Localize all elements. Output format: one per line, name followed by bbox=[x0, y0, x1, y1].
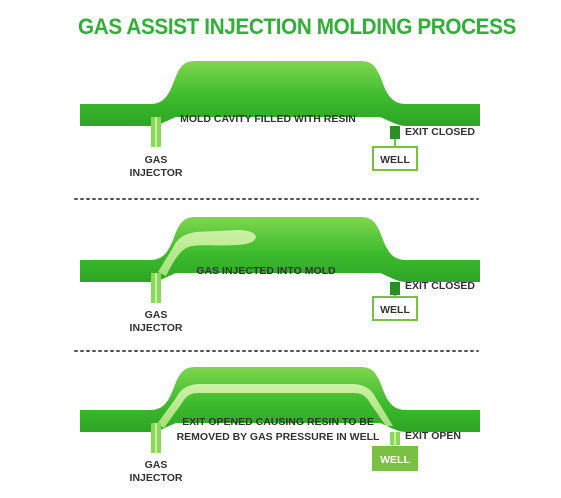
mold-cavity bbox=[80, 61, 480, 126]
exit-valve bbox=[390, 282, 400, 295]
injector-label-line1: GAS bbox=[145, 309, 168, 321]
well-label: WELL bbox=[380, 454, 410, 466]
gas-channel bbox=[157, 384, 393, 428]
well-label: WELL bbox=[380, 304, 410, 316]
injector-label-line1: GAS bbox=[145, 154, 168, 166]
cavity-label-line2: REMOVED BY GAS PRESSURE IN WELL bbox=[177, 431, 380, 443]
well-box bbox=[372, 296, 418, 321]
cavity-label: MOLD CAVITY FILLED WITH RESIN bbox=[180, 113, 356, 125]
stage-3: EXIT OPENED CAUSING RESIN TO BE REMOVED … bbox=[80, 367, 480, 484]
injector-label-line2: INJECTOR bbox=[130, 167, 183, 179]
injector-label-line1: GAS bbox=[145, 459, 168, 471]
exit-label: EXIT CLOSED bbox=[405, 126, 475, 138]
page-title: GAS ASSIST INJECTION MOLDING PROCESS bbox=[78, 14, 516, 39]
gas-bubble bbox=[158, 230, 256, 276]
mold-cavity bbox=[80, 217, 480, 282]
injector-label-line2: INJECTOR bbox=[130, 322, 183, 334]
cavity-label-line1: EXIT OPENED CAUSING RESIN TO BE bbox=[182, 416, 374, 428]
stage-2: GAS INJECTED INTO MOLD EXIT CLOSED WELL … bbox=[80, 217, 480, 334]
exit-valve bbox=[390, 126, 400, 139]
stage-1: MOLD CAVITY FILLED WITH RESIN EXIT CLOSE… bbox=[80, 61, 480, 179]
well-box bbox=[372, 146, 418, 171]
exit-label: EXIT OPEN bbox=[405, 430, 461, 442]
well-box-filled bbox=[372, 446, 418, 471]
exit-label: EXIT CLOSED bbox=[405, 280, 475, 292]
cavity-label: GAS INJECTED INTO MOLD bbox=[196, 265, 336, 277]
injector-label-line2: INJECTOR bbox=[130, 472, 183, 484]
well-label: WELL bbox=[380, 154, 410, 166]
